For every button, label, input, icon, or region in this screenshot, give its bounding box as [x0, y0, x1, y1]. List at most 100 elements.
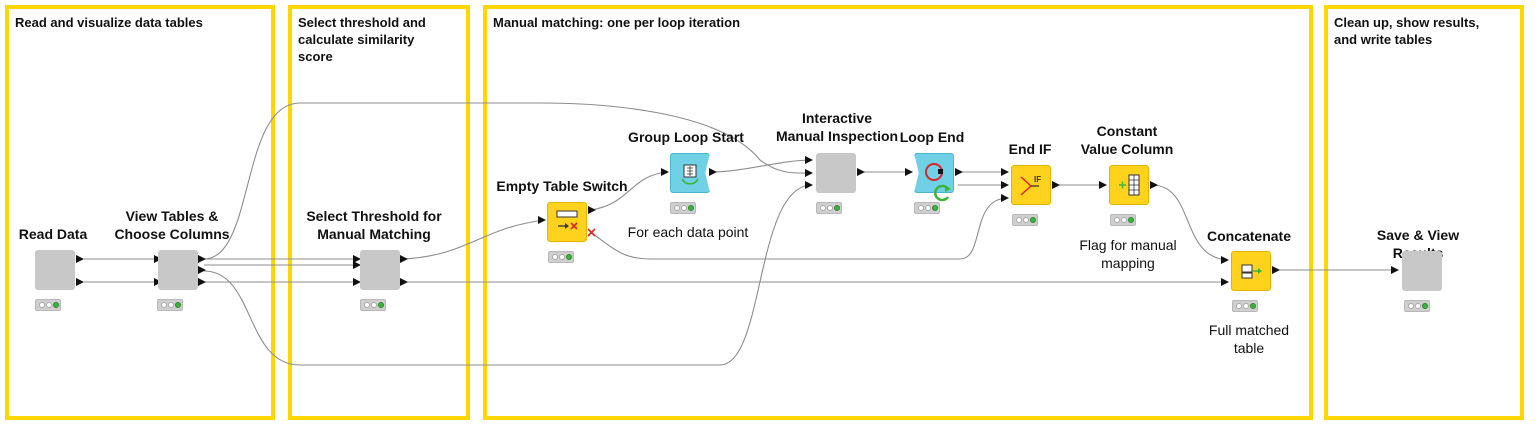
status-dot-yellow [1243, 303, 1249, 309]
node-desc-concatenate: Full matched table [1208, 322, 1290, 356]
metanode-body[interactable] [360, 250, 400, 290]
group-loop-icon [681, 164, 717, 185]
status-end-if [1012, 214, 1038, 226]
status-dot-yellow [1415, 303, 1421, 309]
output-ports-icon [76, 255, 84, 286]
node-desc-group-loop-start: For each data point [627, 224, 749, 240]
node-label-read-data: Read Data [18, 226, 88, 242]
arrow-interactive-in-1 [805, 156, 813, 164]
switch-node-body[interactable] [547, 202, 587, 242]
conn-emptyswitch-endif [589, 197, 1009, 260]
status-dot-green [378, 302, 384, 308]
conn-threshold-emptyswitch [403, 219, 546, 260]
annotation-cleanup[interactable]: Clean up, show results, and write tables [1324, 5, 1524, 420]
arrow-concatenate-in-1 [1221, 256, 1229, 264]
status-dot-yellow [925, 205, 931, 211]
annotation-read[interactable]: Read and visualize data tables [5, 5, 275, 420]
node-label-empty-table-switch: Empty Table Switch [496, 178, 628, 194]
status-dot-yellow [371, 302, 377, 308]
end-if-icon: IF [1020, 175, 1060, 196]
arrow-loopend-in [905, 168, 913, 176]
metanode-body[interactable] [158, 250, 198, 290]
node-label-interactive-inspection: Interactive Manual Inspection [775, 110, 899, 144]
status-dot-yellow [1121, 217, 1127, 223]
status-dot-red [1236, 303, 1242, 309]
arrow-constant-in [1099, 181, 1107, 189]
status-dot-green [688, 205, 694, 211]
status-dot-green [1422, 303, 1428, 309]
status-view-tables [157, 299, 183, 311]
status-dot-yellow [46, 302, 52, 308]
table-switch-icon [556, 206, 596, 237]
arrow-interactive-in-3 [805, 181, 813, 189]
status-interactive-inspection [816, 202, 842, 214]
status-dot-red [552, 254, 558, 260]
svg-text:IF: IF [1034, 175, 1041, 184]
node-label-select-threshold: Select Threshold for Manual Matching [306, 208, 442, 242]
status-dot-green [1128, 217, 1134, 223]
status-dot-green [175, 302, 181, 308]
node-label-concatenate: Concatenate [1206, 228, 1292, 244]
status-group-loop-start [670, 202, 696, 214]
status-dot-red [39, 302, 45, 308]
status-dot-yellow [559, 254, 565, 260]
conn-constant-concatenate [1151, 184, 1229, 261]
status-dot-green [1250, 303, 1256, 309]
node-label-constant-value: Constant Value Column [1080, 123, 1174, 157]
status-select-threshold [360, 299, 386, 311]
status-dot-red [674, 205, 680, 211]
node-desc-constant-value: Flag for manual mapping [1079, 237, 1177, 271]
node-label-group-loop-start: Group Loop Start [628, 129, 744, 145]
arrow-emptyswitch-in [538, 216, 546, 224]
status-loop-end [914, 202, 940, 214]
conn-emptyswitch-grouploop [589, 171, 669, 211]
status-read-data [35, 299, 61, 311]
arrow-grouploop-in [661, 168, 669, 176]
arrow-endif-in-1 [1001, 168, 1009, 176]
status-dot-red [1408, 303, 1414, 309]
status-constant-value [1110, 214, 1136, 226]
concatenate-icon [1241, 264, 1280, 279]
status-dot-red [1114, 217, 1120, 223]
arrow-threshold-in-2 [353, 261, 361, 269]
metanode-body[interactable] [35, 250, 75, 290]
metanode-body[interactable] [816, 153, 856, 193]
arrow-threshold-in-1 [353, 255, 361, 263]
status-dot-green [566, 254, 572, 260]
status-empty-table-switch [548, 251, 574, 263]
arrow-threshold-in-3 [353, 278, 361, 286]
node-label-loop-end: Loop End [899, 129, 965, 145]
status-dot-green [834, 205, 840, 211]
metanode-body[interactable] [1402, 251, 1442, 291]
annotation-read-title: Read and visualize data tables [15, 15, 203, 30]
status-dot-green [53, 302, 59, 308]
annotation-threshold[interactable]: Select threshold and calculate similarit… [288, 5, 470, 420]
output-ports-icon [857, 168, 865, 176]
annotation-threshold-title: Select threshold and calculate similarit… [298, 15, 426, 64]
status-dot-green [1030, 217, 1036, 223]
status-dot-red [161, 302, 167, 308]
annotation-manual-title: Manual matching: one per loop iteration [493, 15, 741, 30]
status-dot-yellow [827, 205, 833, 211]
status-dot-yellow [1023, 217, 1029, 223]
status-dot-red [364, 302, 370, 308]
arrow-endif-in-3 [1001, 194, 1009, 202]
output-ports-icon [400, 255, 408, 286]
loop-node-body[interactable] [914, 153, 954, 193]
status-dot-red [820, 205, 826, 211]
arrow-concatenate-in-2 [1221, 278, 1229, 286]
annotation-manual[interactable]: Manual matching: one per loop iteration [483, 5, 1313, 420]
output-ports-icon [198, 255, 206, 286]
annotation-cleanup-title: Clean up, show results, and write tables [1334, 15, 1480, 47]
status-concatenate [1232, 300, 1258, 312]
status-dot-red [1016, 217, 1022, 223]
status-dot-yellow [168, 302, 174, 308]
arrow-endif-in-2 [1001, 181, 1009, 189]
arrow-save-in [1391, 266, 1399, 274]
arrow-interactive-in-2 [805, 169, 813, 177]
conn-grouploop-interactive [709, 159, 813, 173]
node-label-view-tables: View Tables & Choose Columns [114, 208, 230, 242]
node-label-end-if: End IF [1008, 141, 1052, 157]
